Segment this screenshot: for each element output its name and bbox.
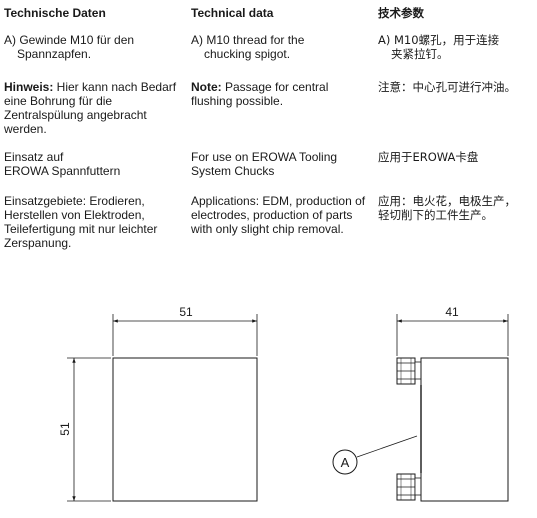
item-a-english: A) M10 thread for the chucking spigot.	[191, 33, 305, 61]
use-english: For use on EROWA Tooling System Chucks	[191, 150, 338, 178]
note-english: Note: Passage for central flushing possi…	[191, 80, 367, 138]
front-width-label: 51	[179, 305, 193, 319]
side-view: 41 A	[332, 305, 509, 502]
applications-german: Einsatzgebiete: Erodieren, Herstellen vo…	[4, 194, 158, 250]
callout-circle	[332, 449, 358, 475]
applications-english: Applications: EDM, production of electro…	[191, 194, 366, 236]
column-english: Technical data A) M10 thread for the chu…	[191, 6, 367, 248]
side-view-body	[420, 357, 509, 502]
side-width-label: 41	[445, 305, 459, 319]
column-german: Technische Daten A) Gewinde M10 für den …	[4, 6, 180, 262]
note-text-german: Hier kann nach Bedarf eine Bohrung für d…	[4, 80, 177, 136]
heading-german: Technische Daten	[4, 6, 106, 20]
heading-english: Technical data	[191, 6, 274, 20]
top-stud	[396, 357, 422, 385]
callout-leader-line	[356, 435, 418, 458]
heading-chinese: 技术参数	[378, 6, 424, 20]
item-a-chinese: A) M10螺孔，用于连接 夹紧拉钉。	[378, 33, 500, 61]
note-chinese: 注意：中心孔可进行冲油。	[378, 80, 516, 94]
use-chinese: 应用于EROWA卡盘	[378, 150, 479, 164]
use-german: Einsatz auf EROWA Spannfuttern	[4, 150, 121, 178]
callout-label: A	[341, 455, 350, 470]
bottom-stud	[396, 473, 422, 501]
note-text-english: Passage for central flushing possible.	[191, 80, 329, 108]
note-label-english: Note:	[191, 80, 222, 94]
note-label-german: Hinweis:	[4, 80, 54, 94]
note-german: Hinweis: Hier kann nach Bedarf eine Bohr…	[4, 80, 180, 138]
column-chinese: 技术参数 A) M10螺孔，用于连接 夹紧拉钉。 注意：中心孔可进行冲油。 应用…	[378, 6, 534, 234]
front-view: 51 51	[58, 305, 258, 502]
applications-chinese: 应用：电火花，电极生产， 轻切削下的工件生产。	[378, 194, 516, 222]
front-height-label: 51	[58, 422, 72, 436]
item-a-german: A) Gewinde M10 für den Spannzapfen.	[4, 33, 135, 61]
front-view-outline	[112, 357, 258, 502]
